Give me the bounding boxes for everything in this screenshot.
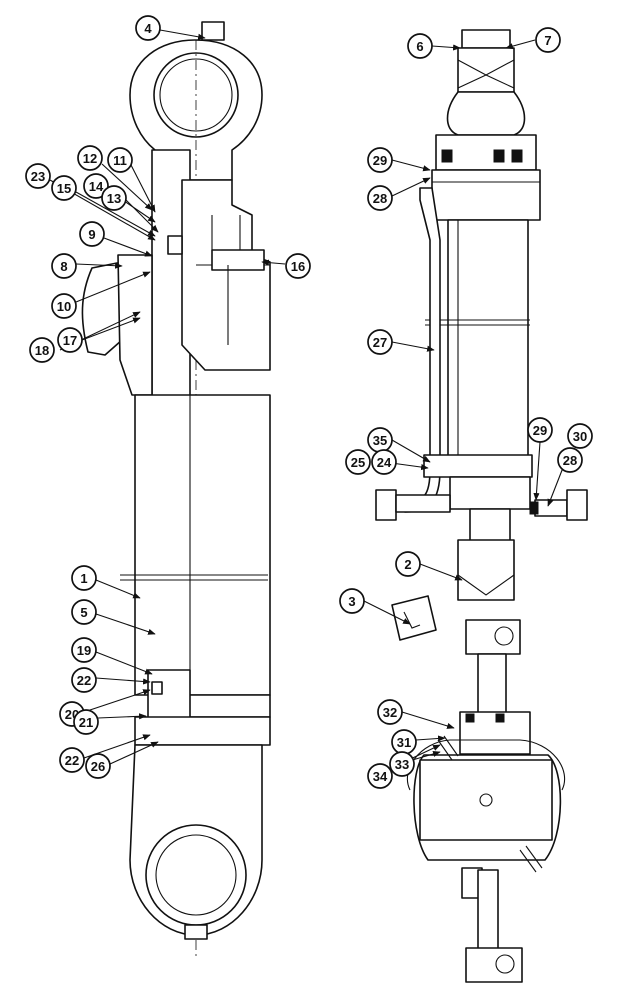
callout-label: 23 — [31, 169, 45, 184]
callout-label: 32 — [383, 705, 397, 720]
callout-29: 29 — [527, 417, 553, 443]
callout-label: 22 — [65, 753, 79, 768]
callout-label: 19 — [77, 643, 91, 658]
callout-label: 29 — [533, 423, 547, 438]
callout-1: 1 — [71, 565, 97, 591]
callout-label: 13 — [107, 191, 121, 206]
callout-34: 34 — [367, 763, 393, 789]
callout-8: 8 — [51, 253, 77, 279]
callout-15: 15 — [51, 175, 77, 201]
callout-11: 11 — [107, 147, 133, 173]
callout-28: 28 — [557, 447, 583, 473]
callout-label: 29 — [373, 153, 387, 168]
callout-label: 27 — [373, 335, 387, 350]
right-cylinder-assembly — [375, 29, 588, 983]
callout-label: 24 — [377, 455, 392, 470]
callout-label: 34 — [373, 769, 388, 784]
callout-2: 2 — [395, 551, 421, 577]
callout-label: 6 — [416, 39, 423, 54]
callout-9: 9 — [79, 221, 105, 247]
callout-label: 14 — [89, 179, 104, 194]
callout-label: 22 — [77, 673, 91, 688]
callout-label: 26 — [91, 759, 105, 774]
callout-28: 28 — [367, 185, 393, 211]
callout-label: 18 — [35, 343, 49, 358]
callout-label: 10 — [57, 299, 71, 314]
callout-label: 21 — [79, 715, 93, 730]
callout-13: 13 — [101, 185, 127, 211]
callout-label: 16 — [291, 259, 305, 274]
callout-32: 32 — [377, 699, 403, 725]
callout-label: 1 — [80, 571, 87, 586]
callout-label: 15 — [57, 181, 71, 196]
callout-6: 6 — [407, 33, 433, 59]
callout-label: 9 — [88, 227, 95, 242]
callout-33: 33 — [389, 751, 415, 777]
callout-12: 12 — [77, 145, 103, 171]
callout-21: 21 — [73, 709, 99, 735]
callout-label: 33 — [395, 757, 409, 772]
left-cylinder-assembly — [81, 21, 271, 960]
callout-22: 22 — [71, 667, 97, 693]
callout-26: 26 — [85, 753, 111, 779]
callout-3: 3 — [339, 588, 365, 614]
callout-7: 7 — [535, 27, 561, 53]
callout-label: 28 — [373, 191, 387, 206]
callout-30: 30 — [567, 423, 593, 449]
callout-25: 25 — [345, 449, 371, 475]
callout-label: 11 — [113, 153, 127, 168]
callout-label: 28 — [563, 453, 577, 468]
callout-label: 17 — [63, 333, 77, 348]
callout-31: 31 — [391, 729, 417, 755]
callout-label: 8 — [60, 259, 67, 274]
callout-29: 29 — [367, 147, 393, 173]
callout-27: 27 — [367, 329, 393, 355]
callout-22: 22 — [59, 747, 85, 773]
callout-18: 18 — [29, 337, 55, 363]
callout-19: 19 — [71, 637, 97, 663]
callout-label: 5 — [80, 605, 87, 620]
callout-label: 25 — [351, 455, 365, 470]
callout-label: 4 — [144, 21, 152, 36]
callout-label: 30 — [573, 429, 587, 444]
callout-17: 17 — [57, 327, 83, 353]
callout-14: 14 — [83, 173, 109, 199]
callout-10: 10 — [51, 293, 77, 319]
callout-4: 4 — [135, 15, 161, 41]
callout-label: 2 — [404, 557, 411, 572]
callout-label: 12 — [83, 151, 97, 166]
callout-label: 35 — [373, 433, 387, 448]
callout-label: 7 — [544, 33, 551, 48]
callout-label: 31 — [397, 735, 411, 750]
callout-23: 23 — [25, 163, 51, 189]
callout-35: 35 — [367, 427, 393, 453]
callout-24: 24 — [371, 449, 397, 475]
callout-label: 3 — [348, 594, 355, 609]
callout-16: 16 — [285, 253, 311, 279]
callout-5: 5 — [71, 599, 97, 625]
